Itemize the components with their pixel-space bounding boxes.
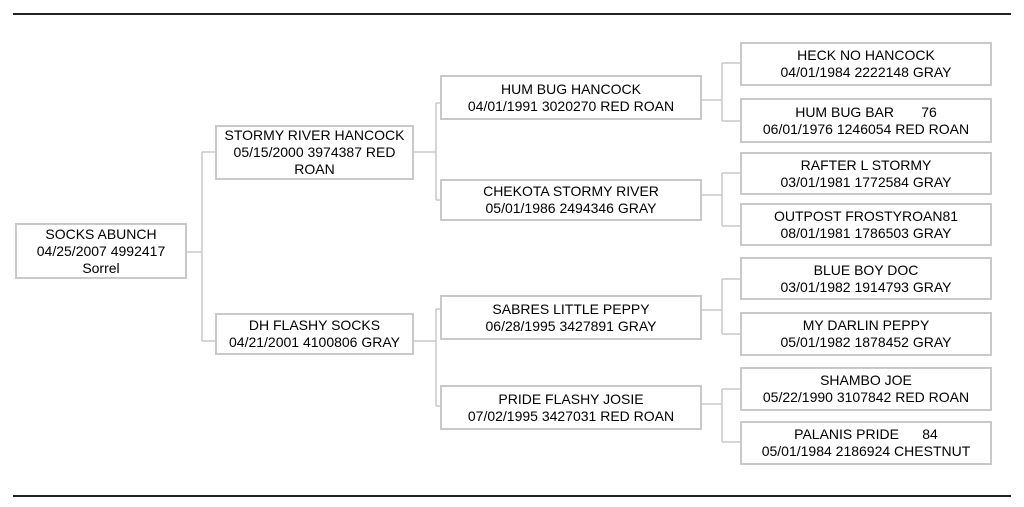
ggp-name: HUM BUG BAR 76	[795, 103, 937, 120]
connector-sire	[413, 102, 440, 201]
ggp-details: 05/01/1984 2186924 CHESTNUT	[761, 443, 971, 459]
ggp-name: HECK NO HANCOCK	[797, 47, 935, 63]
dam-sire-name: SABRES LITTLE PEPPY	[492, 300, 650, 317]
ggp-details: 08/01/1981 1786503 GRAY	[780, 224, 952, 241]
ggp-details: 03/01/1982 1914793 GRAY	[780, 278, 952, 295]
dam-name: DH FLASHY SOCKS	[248, 317, 381, 333]
ggp-box-2[interactable]: HUM BUG BAR 76 06/01/1976 1246054 RED RO…	[740, 98, 992, 143]
sire-name: STORMY RIVER HANCOCK	[224, 127, 405, 143]
subject-color: Sorrel	[82, 259, 120, 276]
dam-details: 04/21/2001 4100806 GRAY	[229, 334, 400, 350]
dam-dam-name: PRIDE FLASHY JOSIE	[498, 390, 644, 407]
dam-dam-details: 07/02/1995 3427031 RED ROAN	[467, 407, 675, 424]
ggp-name: PALANIS PRIDE 84	[794, 426, 938, 442]
sire-dam-details: 05/01/1986 2494346 GRAY	[485, 200, 657, 216]
ggp-name: SHAMBO JOE	[820, 372, 912, 388]
ggp-box-6[interactable]: MY DARLIN PEPPY 05/01/1982 1878452 GRAY	[740, 312, 992, 356]
dam-sire-box[interactable]: SABRES LITTLE PEPPY 06/28/1995 3427891 G…	[440, 295, 702, 340]
ggp-box-5[interactable]: BLUE BOY DOC 03/01/1982 1914793 GRAY	[740, 257, 992, 300]
connector-dam-sire	[701, 278, 740, 335]
subject-details: 04/25/2007 4992417	[36, 242, 166, 259]
connector-sire-dam	[701, 172, 740, 227]
ggp-details: 03/01/1981 1772584 GRAY	[780, 173, 952, 190]
ggp-details: 05/01/1982 1878452 GRAY	[780, 334, 952, 350]
sire-details: 05/15/2000 3974387 RED	[233, 144, 396, 160]
ggp-name: MY DARLIN PEPPY	[802, 317, 930, 333]
ggp-box-7[interactable]: SHAMBO JOE 05/22/1990 3107842 RED ROAN	[740, 367, 992, 411]
top-rule	[13, 13, 1011, 15]
ggp-box-4[interactable]: OUTPOST FROSTYROAN81 08/01/1981 1786503 …	[740, 203, 992, 246]
sire-box[interactable]: STORMY RIVER HANCOCK 05/15/2000 3974387 …	[215, 125, 414, 180]
sire-sire-box[interactable]: HUM BUG HANCOCK 04/01/1991 3020270 RED R…	[440, 75, 702, 120]
connector-subject	[186, 151, 215, 342]
ggp-box-8[interactable]: PALANIS PRIDE 84 05/01/1984 2186924 CHES…	[740, 421, 992, 465]
connector-dam-dam	[701, 388, 740, 443]
sire-dam-name: CHEKOTA STORMY RIVER	[483, 183, 659, 199]
ggp-details: 05/22/1990 3107842 RED ROAN	[762, 389, 970, 405]
connector-sire-sire	[701, 62, 740, 122]
ggp-name: BLUE BOY DOC	[813, 261, 919, 278]
sire-sire-name: HUM BUG HANCOCK	[500, 80, 641, 97]
ggp-details: 04/01/1984 2222148 GRAY	[780, 64, 952, 80]
connector-dam	[413, 308, 440, 407]
dam-box[interactable]: DH FLASHY SOCKS 04/21/2001 4100806 GRAY	[215, 313, 414, 355]
sire-dam-box[interactable]: CHEKOTA STORMY RIVER 05/01/1986 2494346 …	[440, 179, 702, 221]
subject-name: SOCKS ABUNCH	[45, 225, 157, 242]
sire-details-cont: ROAN	[294, 161, 335, 177]
ggp-box-1[interactable]: HECK NO HANCOCK 04/01/1984 2222148 GRAY	[740, 42, 992, 86]
subject-horse-box[interactable]: SOCKS ABUNCH 04/25/2007 4992417 Sorrel	[15, 223, 187, 279]
ggp-box-3[interactable]: RAFTER L STORMY 03/01/1981 1772584 GRAY	[740, 152, 992, 195]
ggp-details: 06/01/1976 1246054 RED ROAN	[762, 120, 970, 137]
ggp-name: OUTPOST FROSTYROAN81	[773, 207, 959, 224]
bottom-rule	[13, 495, 1011, 497]
ggp-name: RAFTER L STORMY	[800, 156, 932, 173]
dam-sire-details: 06/28/1995 3427891 GRAY	[485, 317, 657, 334]
dam-dam-box[interactable]: PRIDE FLASHY JOSIE 07/02/1995 3427031 RE…	[440, 385, 702, 430]
sire-sire-details: 04/01/1991 3020270 RED ROAN	[467, 97, 675, 114]
